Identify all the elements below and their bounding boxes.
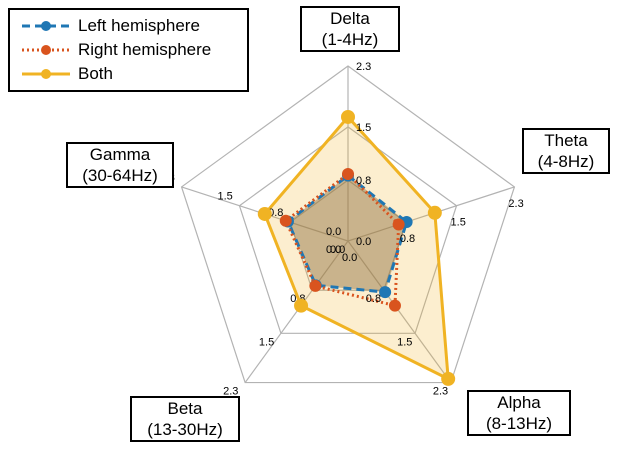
axis-range-theta: (4-8Hz) (537, 152, 595, 171)
point-left-hemisphere-2 (379, 286, 392, 299)
axis-range-gamma: (30-64Hz) (82, 166, 158, 185)
axis-name-theta: Theta (544, 131, 588, 150)
tick-label-axis1-2: 1.5 (451, 217, 466, 229)
axis-label-alpha: Alpha (8-13Hz) (467, 390, 571, 436)
point-both-1 (427, 205, 442, 220)
tick-label-axis4-0: 0.0 (326, 226, 341, 238)
spoke-2 (347, 240, 452, 383)
grid-ring-1 (289, 179, 407, 291)
grid-ring-3 (180, 65, 516, 384)
legend: Left hemisphere Right hemisphere Both (8, 8, 249, 92)
point-right-hemisphere-4 (279, 214, 292, 227)
series-area-both (263, 115, 450, 381)
tick-label-axis4-2: 1.5 (217, 191, 232, 203)
point-right-hemisphere-3 (309, 279, 322, 292)
axis-name-delta: Delta (330, 9, 370, 28)
tick-label-axis2-2: 1.5 (397, 336, 412, 348)
tick-label-axis0-2: 1.5 (356, 122, 371, 134)
axis-range-delta: (1-4Hz) (321, 30, 379, 49)
tick-label-axis4-1: 0.8 (268, 207, 283, 219)
tick-label-axis0-0: 0.0 (356, 236, 371, 248)
axis-range-alpha: (8-13Hz) (485, 414, 553, 433)
legend-marker-both (22, 69, 70, 79)
axis-label-theta: Theta (4-8Hz) (522, 128, 610, 174)
tick-label-axis1-3: 2.3 (508, 198, 523, 210)
grid-ring-2 (238, 126, 458, 334)
tick-label-axis3-3: 2.3 (223, 386, 238, 398)
point-right-hemisphere-2 (388, 299, 401, 312)
tick-label-axis3-0: 0.0 (326, 244, 341, 256)
axis-name-alpha: Alpha (497, 393, 541, 412)
tick-label-axis2-3: 2.3 (433, 386, 448, 398)
point-both-3 (294, 298, 309, 313)
point-both-0 (341, 109, 355, 124)
tick-label-axis2-0: 0.0 (330, 244, 345, 256)
axis-name-beta: Beta (167, 399, 203, 418)
axis-label-beta: Beta (13-30Hz) (130, 396, 240, 442)
tick-label-axis0-3: 2.3 (356, 61, 371, 73)
legend-item-right-hemisphere: Right hemisphere (22, 40, 211, 60)
tick-label-axis3-2: 1.5 (259, 336, 274, 348)
tick-label-axis1-0: 0.0 (342, 252, 357, 264)
point-right-hemisphere-0 (342, 168, 354, 181)
point-right-hemisphere-1 (392, 218, 405, 231)
point-both-4 (257, 206, 272, 221)
series-area-left-hemisphere (286, 174, 409, 294)
tick-label-axis1-1: 0.8 (400, 233, 415, 245)
tick-label-axis2-1: 0.8 (366, 293, 381, 305)
legend-marker-left-hemisphere (22, 21, 70, 31)
spoke-3 (244, 240, 349, 383)
tick-label-axis0-1: 0.8 (356, 175, 371, 187)
axis-label-gamma: Gamma (30-64Hz) (66, 142, 174, 188)
legend-item-left-hemisphere: Left hemisphere (22, 16, 200, 36)
axis-range-beta: (13-30Hz) (147, 420, 223, 439)
axis-label-delta: Delta (1-4Hz) (300, 6, 400, 52)
legend-label-right-hemisphere: Right hemisphere (78, 40, 212, 59)
legend-label-both: Both (78, 64, 113, 83)
legend-label-left-hemisphere: Left hemisphere (78, 16, 200, 35)
axis-name-gamma: Gamma (89, 145, 151, 164)
legend-item-both: Both (22, 64, 113, 84)
legend-marker-right-hemisphere (22, 45, 70, 55)
point-both-2 (441, 371, 456, 386)
